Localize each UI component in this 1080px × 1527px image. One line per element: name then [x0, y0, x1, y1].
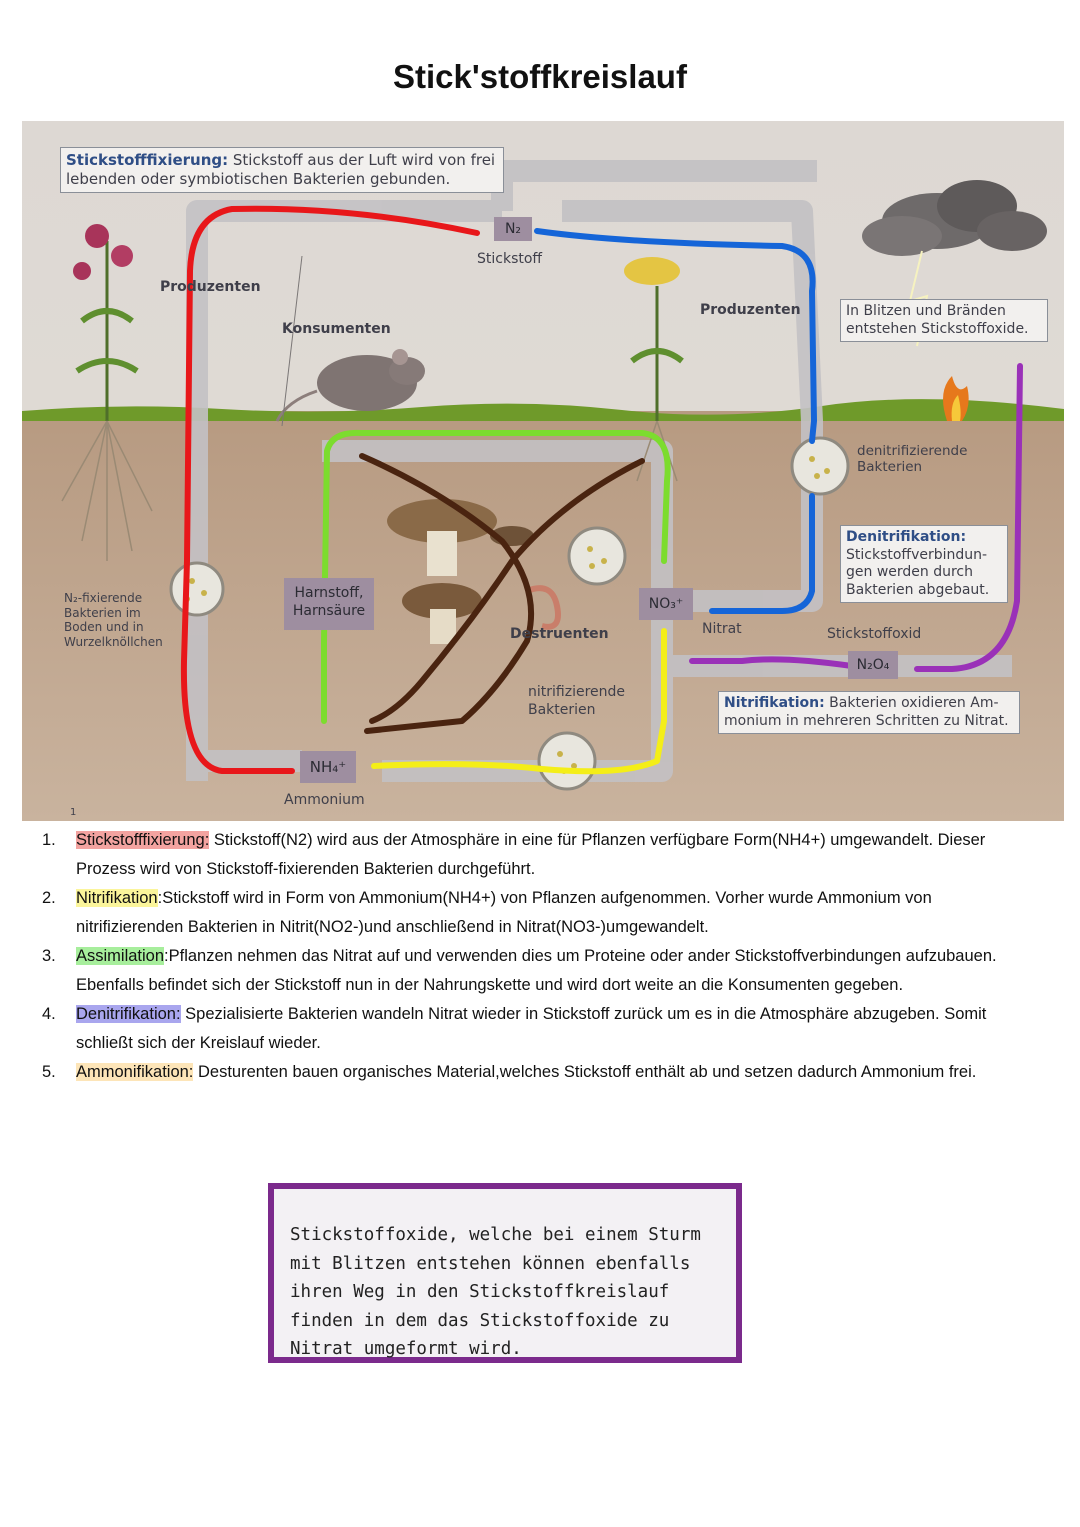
term-highlight: Nitrifikation	[76, 889, 158, 907]
note-text: Stickstoffoxide, welche bei einem Sturm …	[290, 1225, 701, 1359]
clover-plant	[61, 224, 153, 561]
list-number: 5.	[42, 1063, 56, 1081]
destruent-bacteria-circle	[567, 526, 627, 586]
nitrification-info-box: Nitrifikation: Bakterien oxidieren Am-mo…	[718, 691, 1020, 734]
page-title: Stick'stoffkreislauf	[393, 58, 687, 95]
step-description: Desturenten bauen organisches Material,w…	[193, 1063, 977, 1081]
list-item: 2. Nitrifikation:Stickstoff wird in Form…	[40, 884, 1040, 942]
denitrification-info-box: Denitrifikation: Stickstoffverbindun-gen…	[840, 525, 1008, 603]
n2o4-label: N₂O₄	[848, 651, 898, 679]
storm-cloud	[862, 180, 1047, 347]
fixation-box-text: Stickstoff aus der Luft wird von frei le…	[66, 151, 496, 188]
tansy-plant	[624, 257, 684, 482]
diagram-artwork	[22, 121, 1064, 821]
nitrification-box-text: Bakterien oxidieren Am-monium in mehrere…	[724, 695, 1009, 729]
list-text: Nitrifikation:Stickstoff wird in Form vo…	[76, 884, 1040, 942]
produzenten-right-label: Produzenten	[700, 302, 801, 318]
mushrooms	[387, 499, 534, 644]
nitrification-box-title: Nitrifikation:	[724, 695, 825, 711]
term-highlight: Denitrifikation:	[76, 1005, 181, 1023]
term-highlight: Stickstofffixierung:	[76, 831, 210, 849]
list-number: 2.	[42, 889, 56, 907]
destruenten-label: Destruenten	[510, 626, 609, 642]
list-number: 3.	[42, 947, 56, 965]
ammonium-label: Ammonium	[284, 792, 365, 808]
no3-label: NO₃⁺	[639, 588, 693, 620]
process-list: 1. Stickstofffixierung: Stickstoff(N2) w…	[40, 826, 1040, 1087]
nitrat-label: Nitrat	[702, 621, 742, 637]
nfix-bacteria-label: N₂-fixierende Bakterien im Boden und in …	[64, 591, 163, 649]
denitrification-box-title: Denitrifikation:	[846, 529, 967, 545]
step-description: Spezialisierte Bakterien wandeln Nitrat …	[76, 1005, 987, 1052]
list-number: 1.	[42, 831, 56, 849]
lightning-info-box: In Blitzen und Bränden entstehen Stickst…	[840, 299, 1048, 342]
list-text: Denitrifikation: Spezialisierte Bakterie…	[76, 1000, 1040, 1058]
list-item: 5. Ammonifikation: Desturenten bauen org…	[40, 1058, 1040, 1087]
list-item: 1. Stickstofffixierung: Stickstoff(N2) w…	[40, 826, 1040, 884]
list-number: 4.	[42, 1005, 56, 1023]
nh4-label: NH₄⁺	[300, 751, 356, 783]
denitrifying-bacteria-circle	[790, 436, 850, 496]
nitrogen-cycle-diagram: Stickstofffixierung: Stickstoff aus der …	[22, 121, 1064, 821]
step-description: :Stickstoff wird in Form von Ammonium(NH…	[76, 889, 932, 936]
denitrifying-bacteria-label: denitrifizierende Bakterien	[857, 443, 968, 475]
mouse-illustration	[275, 349, 425, 422]
list-text: Ammonifikation: Desturenten bauen organi…	[76, 1058, 1040, 1087]
fixation-info-box: Stickstofffixierung: Stickstoff aus der …	[60, 147, 504, 193]
list-item: 3. Assimilation:Pflanzen nehmen das Nitr…	[40, 942, 1040, 1000]
nitrifying-bacteria-circle	[537, 731, 597, 791]
nitrifying-bacteria-label: nitrifizierende Bakterien	[528, 684, 626, 718]
term-highlight: Assimilation	[76, 947, 165, 965]
step-description: :Pflanzen nehmen das Nitrat auf und verw…	[76, 947, 997, 994]
list-text: Stickstofffixierung: Stickstoff(N2) wird…	[76, 826, 1040, 884]
stickstoff-label: Stickstoff	[477, 251, 543, 267]
stickstoffoxid-label: Stickstoffoxid	[827, 626, 922, 642]
denitrification-box-text: Stickstoffverbindun-gen werden durch Bak…	[846, 546, 990, 598]
figure-number: 1	[70, 807, 77, 818]
step-description: Stickstoff(N2) wird aus der Atmosphäre i…	[76, 831, 986, 878]
note-box: Stickstoffoxide, welche bei einem Sturm …	[268, 1183, 742, 1363]
nfix-bacteria-circle	[169, 561, 225, 617]
list-item: 4. Denitrifikation: Spezialisierte Bakte…	[40, 1000, 1040, 1058]
harnstoff-label: Harnstoff, Harnsäure	[284, 578, 374, 630]
list-text: Assimilation:Pflanzen nehmen das Nitrat …	[76, 942, 1040, 1000]
term-highlight: Ammonifikation:	[76, 1063, 194, 1081]
produzenten-left-label: Produzenten	[160, 279, 261, 295]
n2-label: N₂	[494, 217, 532, 241]
fixation-box-title: Stickstofffixierung:	[66, 151, 229, 169]
konsumenten-label: Konsumenten	[282, 321, 391, 337]
